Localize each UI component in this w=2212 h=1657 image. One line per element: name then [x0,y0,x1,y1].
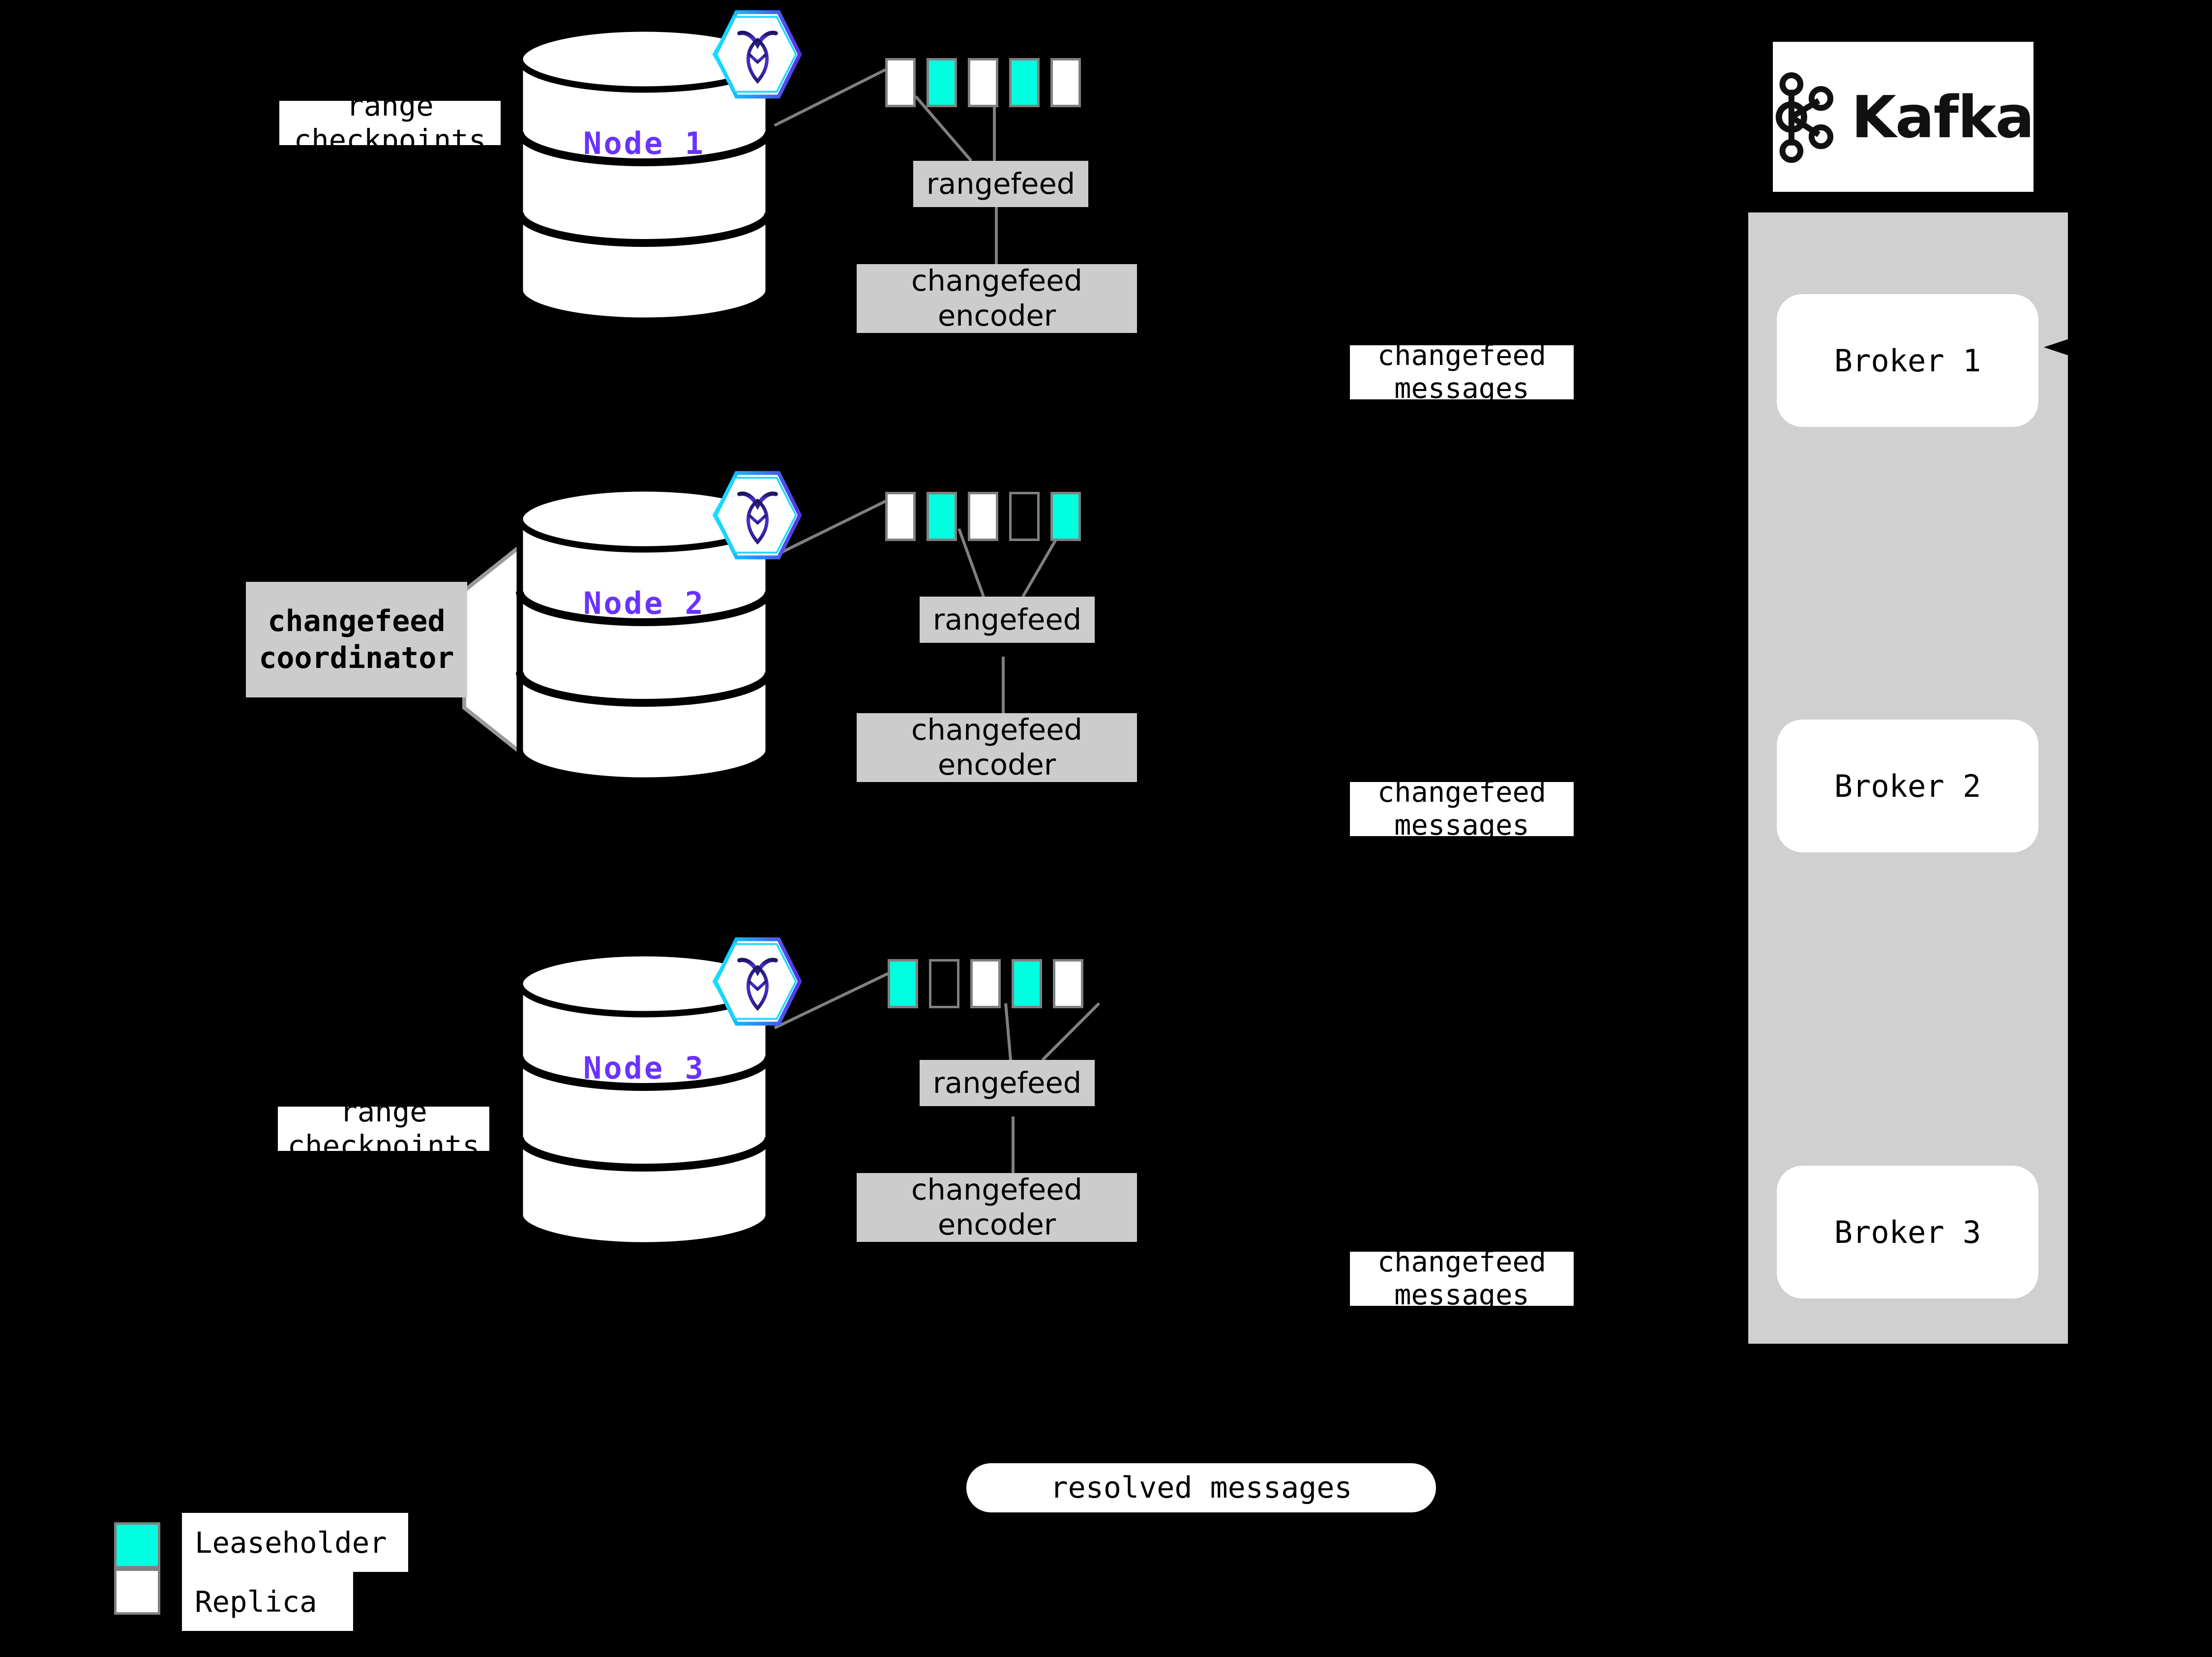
node-1-rangefeed-box[interactable]: rangefeed [913,161,1088,207]
range-box[interactable] [888,959,918,1008]
node-2-encoder-box[interactable]: changefeed encoder [857,713,1137,782]
cockroachdb-hexagon-logo [710,934,806,1029]
node-2-cylinder [514,484,775,784]
changefeed-messages-label-1: changefeed messages [1350,339,1574,405]
range-box[interactable] [1012,959,1042,1008]
cockroachdb-hexagon-logo [710,6,806,102]
kafka-inbound-arrows [2044,338,2070,356]
range-box[interactable] [927,58,957,107]
node-3-encoder-box[interactable]: changefeed encoder [857,1173,1137,1242]
range-box[interactable] [968,492,998,541]
node-3-rangefeed-box[interactable]: rangefeed [920,1060,1095,1106]
node-3-side-label: range checkpoints [278,1094,489,1163]
changefeed-coordinator-box[interactable]: changefeed coordinator [246,582,467,697]
changefeed-messages-label-2: changefeed messages [1350,776,1574,842]
node-1-encoder-box[interactable]: changefeed encoder [857,264,1137,333]
node-3-range-row [888,959,1083,1008]
resolved-messages-pill[interactable]: resolved messages [966,1463,1436,1512]
kafka-logo-box: Kafka [1773,42,2034,192]
range-box[interactable] [1009,58,1040,107]
node-1-range-row [885,58,1081,107]
range-box[interactable] [927,492,957,541]
legend-label-leaseholder: Leaseholder [182,1513,408,1572]
range-box[interactable] [1050,492,1081,541]
node-2-range-row [885,492,1081,541]
node-3-label: Node 3 [583,1050,705,1086]
legend-swatch-replica [114,1568,160,1615]
range-box[interactable] [1050,58,1081,107]
range-box[interactable] [1053,959,1083,1008]
node-1-label: Node 1 [583,125,705,161]
range-box[interactable] [885,492,916,541]
range-box[interactable] [968,58,998,107]
node-1-cylinder [514,25,775,325]
broker-3-box[interactable]: Broker 3 [1777,1166,2038,1298]
node-3-cylinder [514,949,775,1249]
node-2-rangefeed-box[interactable]: rangefeed [920,597,1095,643]
broker-1-box[interactable]: Broker 1 [1777,294,2038,427]
node-1-side-label: range checkpoints [279,89,501,157]
range-box[interactable] [929,959,959,1008]
kafka-wordmark: Kafka [1851,83,2034,151]
broker-2-box[interactable]: Broker 2 [1777,720,2038,852]
changefeed-messages-label-3: changefeed messages [1350,1246,1574,1311]
node-2-label: Node 2 [583,585,705,621]
kafka-icon [1775,72,1834,163]
range-box[interactable] [970,959,1001,1008]
cockroachdb-hexagon-logo [710,467,806,563]
legend-label-replica: Replica [182,1572,353,1631]
range-box[interactable] [1009,492,1040,541]
legend-swatch-leaseholder [114,1522,160,1568]
range-box[interactable] [885,58,916,107]
